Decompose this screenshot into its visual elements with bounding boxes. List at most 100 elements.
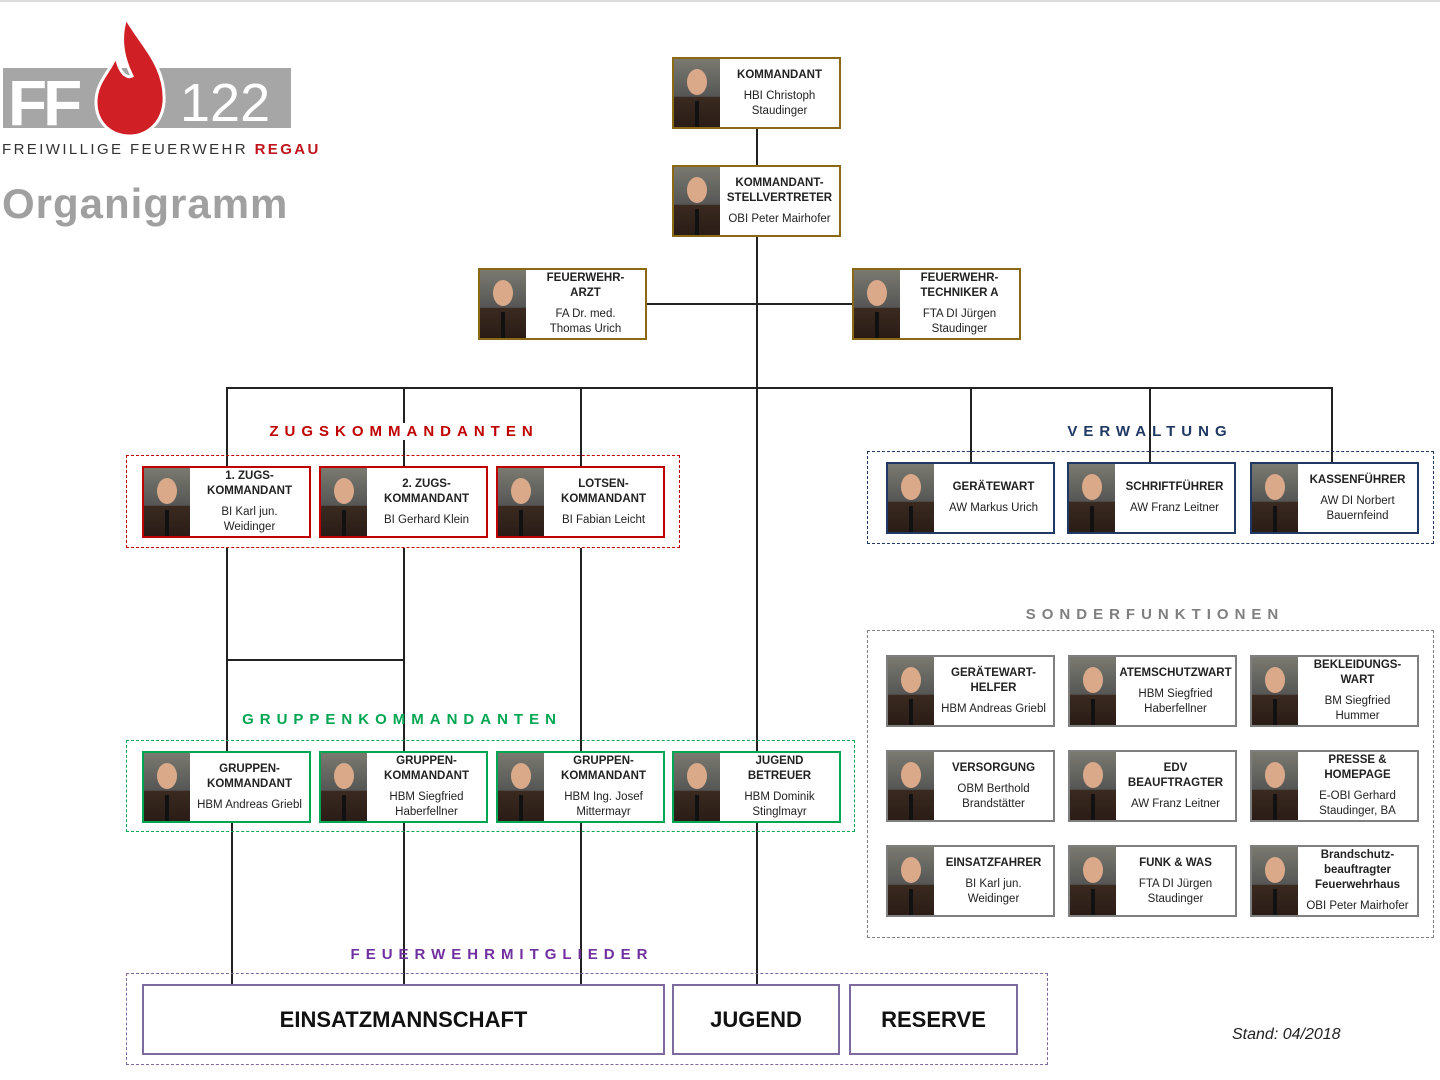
einsatzmannschaft-box: EINSATZMANNSCHAFT (142, 984, 665, 1055)
person-name: HBM Ing. Josef Mittermayr (564, 791, 643, 818)
connector-line (226, 387, 228, 466)
card-text: LOTSEN- KOMMANDANT BI Fabian Leicht (544, 468, 663, 536)
person-name: AW Franz Leitner (1130, 797, 1221, 810)
person-photo (888, 464, 934, 532)
connector-line (231, 823, 233, 984)
person-photo (1252, 657, 1298, 725)
person-name: HBM Andreas Griebl (197, 798, 302, 811)
role-title: PRESSE & HOMEPAGE (1324, 754, 1391, 781)
person-photo (1070, 657, 1116, 725)
person-photo (1070, 847, 1116, 915)
person-photo (674, 59, 720, 127)
sonder-card: FUNK & WAS FTA DI Jürgen Staudinger (1068, 845, 1237, 917)
card-text: FEUERWEHR- TECHNIKER A FTA DI Jürgen Stau… (900, 270, 1019, 338)
card-text: JUGEND BETREUER HBM Dominik Stinglmayr (720, 753, 839, 821)
role-title: FEUERWEHR- TECHNIKER A (920, 272, 999, 299)
role-title: Brandschutz- beauftragter Feuerwehrhaus (1315, 849, 1400, 891)
card-text: FUNK & WAS FTA DI Jürgen Staudinger (1116, 847, 1235, 915)
person-name: HBM Dominik Stinglmayr (744, 791, 815, 818)
section-title-sonder: SONDERFUNKTIONEN (1025, 606, 1285, 623)
person-photo (888, 752, 934, 820)
role-title: GRUPPEN- KOMMANDANT (384, 755, 469, 782)
sonder-card: PRESSE & HOMEPAGE E-OBI Gerhard Staudinge… (1250, 750, 1419, 822)
person-name: BI Karl jun. Weidinger (221, 506, 278, 533)
zugs-group (126, 455, 680, 548)
person-photo (144, 468, 190, 536)
role-title: EDV BEAUFTRAGTER (1127, 761, 1224, 789)
reserve-box: RESERVE (849, 984, 1018, 1055)
person-name: BI Gerhard Klein (383, 513, 469, 526)
person-name: FTA DI Jürgen Staudinger (922, 308, 997, 335)
role-title: KOMMANDANT- STELLVERTRETER (726, 176, 833, 204)
section-title-gruppen: GRUPPENKOMMANDANTEN (242, 711, 562, 728)
role-title: 2. ZUGS- KOMMANDANT (384, 477, 469, 505)
leadership-card: KOMMANDANT- STELLVERTRETER OBI Peter Mair… (672, 165, 841, 237)
section-title-verwaltung: VERWALTUNG (1067, 423, 1233, 440)
card-text: KOMMANDANT- STELLVERTRETER OBI Peter Mair… (720, 167, 839, 235)
gruppen-card: GRUPPEN- KOMMANDANT HBM Siegfried Haberfe… (319, 751, 488, 823)
verwaltung-card: GERÄTEWART AW Markus Urich (886, 462, 1055, 534)
person-photo (888, 847, 934, 915)
card-text: EDV BEAUFTRAGTER AW Franz Leitner (1116, 752, 1235, 820)
connector-line (403, 823, 405, 984)
card-text: GERÄTEWART AW Markus Urich (934, 464, 1053, 532)
person-name: HBM Siegfried Haberfellner (389, 791, 464, 818)
connector-line (756, 128, 758, 984)
role-title: JUGEND BETREUER (747, 755, 812, 782)
person-photo (321, 468, 367, 536)
role-title: FUNK & WAS (1139, 856, 1212, 869)
role-title: GRUPPEN- KOMMANDANT (207, 762, 292, 790)
section-title-mitglieder: FEUERWEHRMITGLIEDER (350, 946, 654, 963)
person-name: AW Franz Leitner (1129, 502, 1220, 514)
page-title: Organigramm (2, 180, 289, 227)
role-title: LOTSEN- KOMMANDANT (561, 477, 646, 505)
person-name: AW DI Norbert Bauernfeind (1320, 494, 1395, 522)
mitglieder-group (126, 973, 1048, 1065)
person-photo (674, 753, 720, 821)
person-name: E-OBI Gerhard Staudinger, BA (1319, 790, 1396, 817)
person-photo (1252, 464, 1298, 532)
sonder-card: EDV BEAUFTRAGTER AW Franz Leitner (1068, 750, 1237, 822)
zugs-card: 2. ZUGS- KOMMANDANT BI Gerhard Klein (319, 466, 488, 538)
person-name: BI Fabian Leicht (561, 513, 646, 526)
gruppen-group (126, 740, 855, 832)
card-text: 2. ZUGS- KOMMANDANT BI Gerhard Klein (367, 468, 486, 536)
person-photo (498, 753, 544, 821)
sonder-group (867, 630, 1434, 938)
section-title-zugs: ZUGSKOMMANDANTEN (265, 423, 543, 440)
role-title: GERÄTEWART- HELFER (951, 666, 1036, 694)
card-text: GRUPPEN- KOMMANDANT HBM Siegfried Haberfe… (367, 753, 486, 821)
role-title: KASSENFÜHRER (1309, 473, 1406, 486)
person-name: OBI Peter Mairhofer (728, 212, 831, 225)
role-title: BEKLEIDUNGS- WART (1313, 659, 1402, 686)
gruppen-card: JUGEND BETREUER HBM Dominik Stinglmayr (672, 751, 841, 823)
person-name: BI Karl jun. Weidinger (965, 877, 1022, 905)
person-photo (480, 270, 526, 338)
connector-line (226, 387, 1331, 389)
person-photo (321, 753, 367, 821)
person-name: FA Dr. med. Thomas Urich (549, 308, 622, 335)
person-name: FTA DI Jürgen Staudinger (1138, 877, 1213, 905)
leadership-card: FEUERWEHR- TECHNIKER A FTA DI Jürgen Stau… (852, 268, 1021, 340)
connector-line (226, 659, 403, 661)
person-name: AW Markus Urich (948, 502, 1039, 514)
person-photo (674, 167, 720, 235)
flame-icon (94, 16, 166, 138)
role-title: GERÄTEWART (952, 481, 1035, 493)
card-text: GRUPPEN- KOMMANDANT HBM Andreas Griebl (190, 753, 309, 821)
role-title: SCHRIFTFÜHRER (1125, 481, 1224, 493)
